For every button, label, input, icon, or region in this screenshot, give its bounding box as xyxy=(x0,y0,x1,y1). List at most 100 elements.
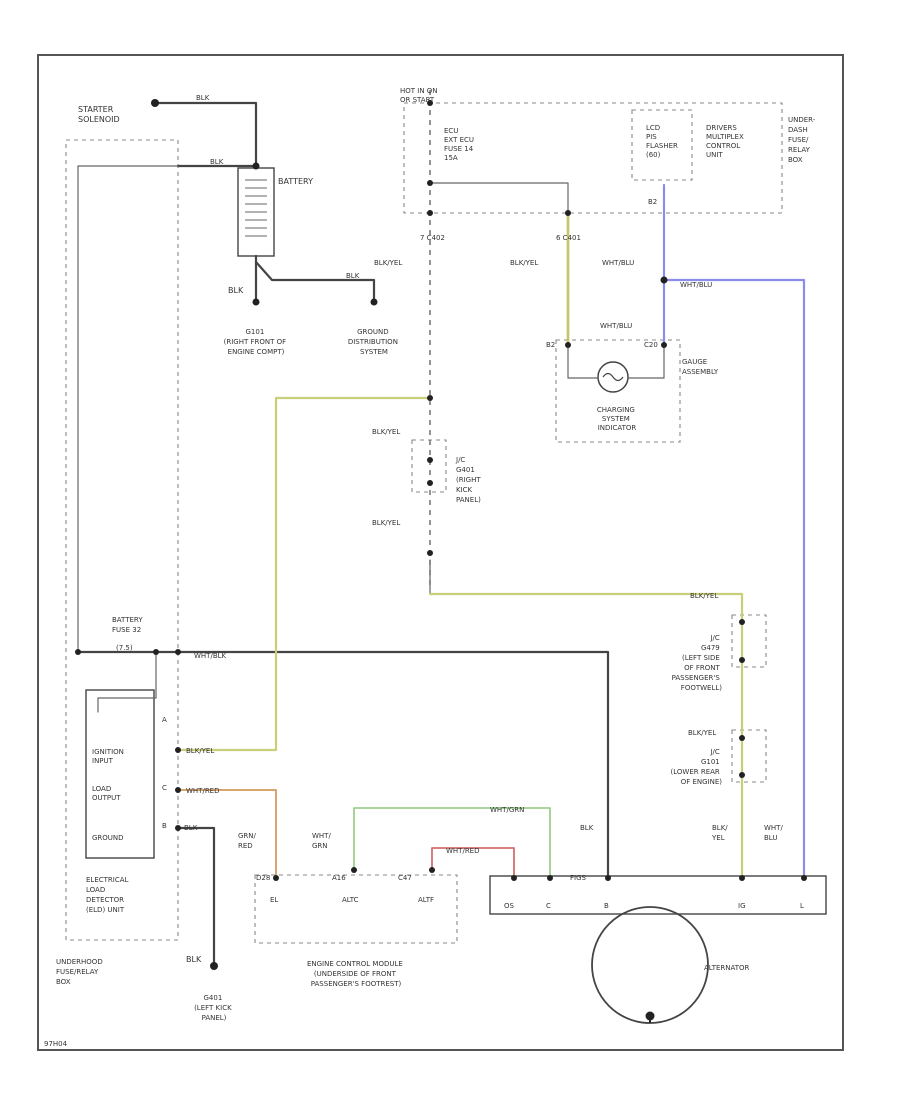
alt-terminal-c: C xyxy=(546,902,551,910)
diagram-code: 97H04 xyxy=(44,1040,68,1048)
ecm-pin-el: EL xyxy=(270,896,278,904)
alt-terminal-os: OS xyxy=(504,902,515,910)
wire-label-blkyel-1: BLK/YEL xyxy=(374,259,402,267)
wire-label-blkyel-4: BLK/YEL xyxy=(372,519,400,527)
eld-unit-box xyxy=(85,689,155,859)
wire-label-grnred-v: GRN/ RED xyxy=(238,832,258,850)
g401-label: G401 (LEFT KICK PANEL) xyxy=(194,994,234,1022)
wire-label-whtred: WHT/RED xyxy=(446,847,480,855)
wire-blkyel-eld xyxy=(176,396,432,752)
alt-terminal-ig: IG xyxy=(738,902,746,910)
wire-label-whtblu-3: WHT/BLU xyxy=(600,322,632,330)
wire-ecu-c401 xyxy=(429,182,569,214)
wire-label-whtblu-2: WHT/BLU xyxy=(680,281,712,289)
lcd-label: LCD PIS FLASHER (60) xyxy=(646,124,680,159)
jc-front-label: J/C G479 (LEFT SIDE OF FRONT PASSENGER'S… xyxy=(672,634,723,692)
underhood-label: UNDERHOOD FUSE/RELAY BOX xyxy=(56,958,105,986)
connector-dots xyxy=(75,99,807,1021)
ground-distribution-label: GROUND DISTRIBUTION SYSTEM xyxy=(348,328,400,356)
wire-starter-battery xyxy=(153,101,258,170)
wire-whtred xyxy=(431,847,515,879)
wire-label-blkyel-2: BLK/YEL xyxy=(510,259,538,267)
ecm-label: ENGINE CONTROL MODULE (UNDERSIDE OF FRON… xyxy=(307,960,405,988)
ecm-pin-d28: D28 xyxy=(256,874,270,882)
eld-load-output: LOAD OUTPUT xyxy=(92,785,121,802)
ecm-pin-altc: ALTC xyxy=(342,896,359,904)
wire-label-whtred-eld: WHT/RED xyxy=(186,787,220,795)
jc-kick-label: J/C G401 (RIGHT KICK PANEL) xyxy=(455,456,483,504)
pin-b2-underdash: B2 xyxy=(648,198,657,206)
wire-eld-fuse xyxy=(97,651,157,713)
eld-pin-c: C xyxy=(162,784,167,792)
gauge-pin-left: B2 xyxy=(546,341,555,349)
starter-label: STARTER SOLENOID xyxy=(78,105,120,124)
wire-label-blkyel-eld: BLK/YEL xyxy=(186,747,214,755)
ecm-pin-a16: A16 xyxy=(332,874,346,882)
alternator-circle xyxy=(591,906,709,1024)
wire-label-blkyel-5: BLK/YEL xyxy=(690,592,718,600)
jc-kick-box-outline xyxy=(411,439,447,493)
jc-front-box-outline xyxy=(731,614,767,668)
wire-label-whtblu-1: WHT/BLU xyxy=(602,259,634,267)
eld-pin-a: A xyxy=(162,716,167,724)
battery-label: BATTERY xyxy=(278,177,313,186)
wire-gauge-internal xyxy=(567,344,599,379)
gauge-label: GAUGE ASSEMBLY xyxy=(682,358,719,376)
battery-fuse-label: BATTERY FUSE 32 xyxy=(112,616,145,634)
alternator-terminal-strip xyxy=(489,875,827,915)
ecm-box-outline xyxy=(254,874,458,944)
g101-label: G101 (RIGHT FRONT OF ENGINE COMPT) xyxy=(224,328,289,356)
wire-whtblu-alternator xyxy=(662,278,806,880)
ecm-pin-c47: C47 xyxy=(398,874,412,882)
battery-ground-wire-label: BLK xyxy=(346,272,360,280)
jc-engine-label: J/C G101 (LOWER REAR OF ENGINE) xyxy=(671,748,723,786)
underhood-box-outline xyxy=(65,139,179,941)
battery-bottom-wire-label: BLK xyxy=(228,286,244,295)
eld-label: ELECTRICAL LOAD DETECTOR (ELD) UNIT xyxy=(86,876,131,914)
charging-indicator-lamp xyxy=(597,361,629,393)
lamp-filament xyxy=(602,372,624,382)
eld-pin-b: B xyxy=(162,822,167,830)
pin-c402-label: 7 C402 xyxy=(420,234,445,242)
wire-label-whtgrn: WHT/GRN xyxy=(490,806,524,814)
wire-label-blkyel-6: BLK/YEL xyxy=(688,729,716,737)
ecm-pin-altf: ALTF xyxy=(418,896,434,904)
gauge-pin-right: C20 xyxy=(644,341,658,349)
eld-ign-input: IGNITION INPUT xyxy=(92,748,126,765)
wire-gauge-internal-r xyxy=(627,344,665,379)
wire-label-blk-eld: BLK xyxy=(184,824,198,832)
starter-wire-label: BLK xyxy=(196,94,210,102)
battery-fuse-rating: (7.5) xyxy=(116,644,133,652)
hot-label: HOT IN ON OR START xyxy=(400,87,440,104)
pin-c401-label: 6 C401 xyxy=(556,234,581,242)
ecu-fuse-label: ECU EXT ECU FUSE 14 15A xyxy=(444,127,476,162)
underdash-box-outline xyxy=(403,102,783,214)
diagram-frame xyxy=(37,54,844,1051)
wire-label-blkyel-v: BLK/ YEL xyxy=(711,824,730,842)
wire-label-whtgrn-v: WHT/ GRN xyxy=(312,832,333,850)
eld-ground: GROUND xyxy=(92,834,124,842)
battery-top-wire-label: BLK xyxy=(210,158,224,166)
dmcu-label: DRIVERS MULTIPLEX CONTROL UNIT xyxy=(706,124,746,159)
wire-grnred-ecm xyxy=(177,789,277,879)
jc-engine-box-outline xyxy=(731,729,767,783)
wire-battery-ground-dist xyxy=(254,260,376,304)
wire-eld-ground xyxy=(176,826,216,968)
battery-cells xyxy=(245,179,267,237)
underdash-label: UNDER- DASH FUSE/ RELAY BOX xyxy=(788,116,818,164)
lcd-box-outline xyxy=(631,109,693,181)
wire-label-blk-g401: BLK xyxy=(186,955,202,964)
indicator-label: CHARGING SYSTEM INDICATOR xyxy=(597,406,637,432)
wire-fuse32-alternator xyxy=(76,650,610,880)
alt-terminal-b: B xyxy=(604,902,609,910)
alt-terminal-l: L xyxy=(800,902,804,910)
wire-label-blkyel-3: BLK/YEL xyxy=(372,428,400,436)
wire-whtgrn xyxy=(353,807,551,879)
battery-fuse-wire: WHT/BLK xyxy=(194,652,227,660)
alternator-label: ALTERNATOR xyxy=(704,964,750,972)
wire-blkyel-alternator xyxy=(428,592,744,880)
wire-label-whtblu-v: WHT/ BLU xyxy=(764,824,785,842)
alternator-pin-b: FIGS xyxy=(570,874,587,882)
wire-label-blk-alt: BLK xyxy=(580,824,594,832)
